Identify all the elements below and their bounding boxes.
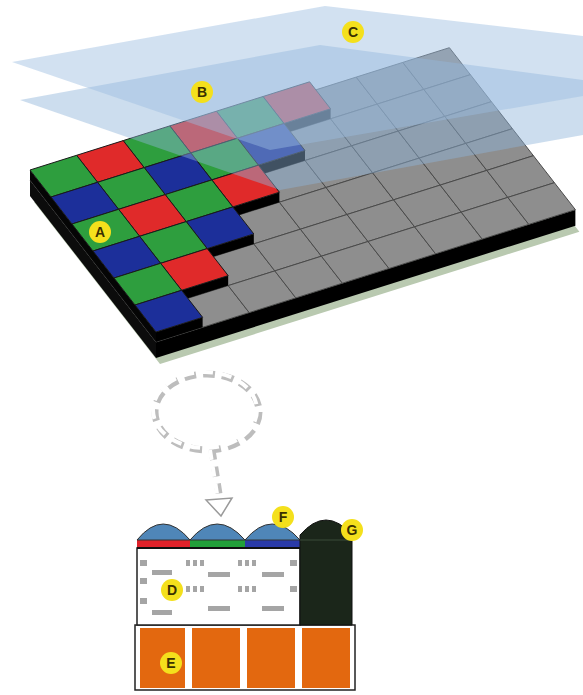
- filter-plane: [12, 6, 583, 150]
- microlens: [137, 524, 190, 540]
- metal-wiring: [140, 560, 297, 615]
- red-filter: [137, 540, 190, 548]
- callout-letter: C: [342, 21, 364, 43]
- callout-letter: F: [272, 506, 294, 528]
- zoom-ellipse: [153, 372, 257, 448]
- photodiode: [140, 628, 185, 688]
- zoom-arrow: [210, 450, 218, 500]
- callout-letter: A: [89, 221, 111, 243]
- color-filter: [135, 290, 203, 332]
- photodiode: [302, 628, 350, 688]
- green-filter: [190, 540, 245, 548]
- callout-letter: D: [161, 579, 183, 601]
- callout-letter: B: [191, 81, 213, 103]
- substrate: [135, 625, 355, 690]
- masked-filter-edge: [300, 540, 352, 541]
- photodiode: [192, 628, 240, 688]
- filter-edge: [137, 547, 300, 549]
- microlens: [245, 524, 300, 540]
- blue-filter: [245, 540, 300, 548]
- pixel-cross-section: [135, 520, 355, 690]
- photodiode: [247, 628, 295, 688]
- sensor-cell: [508, 183, 576, 225]
- callout-letter: G: [341, 519, 363, 541]
- microlens: [190, 524, 245, 540]
- wiring-layer: [137, 548, 300, 625]
- zoom-arrowhead: [206, 498, 232, 516]
- callout-letter: E: [160, 652, 182, 674]
